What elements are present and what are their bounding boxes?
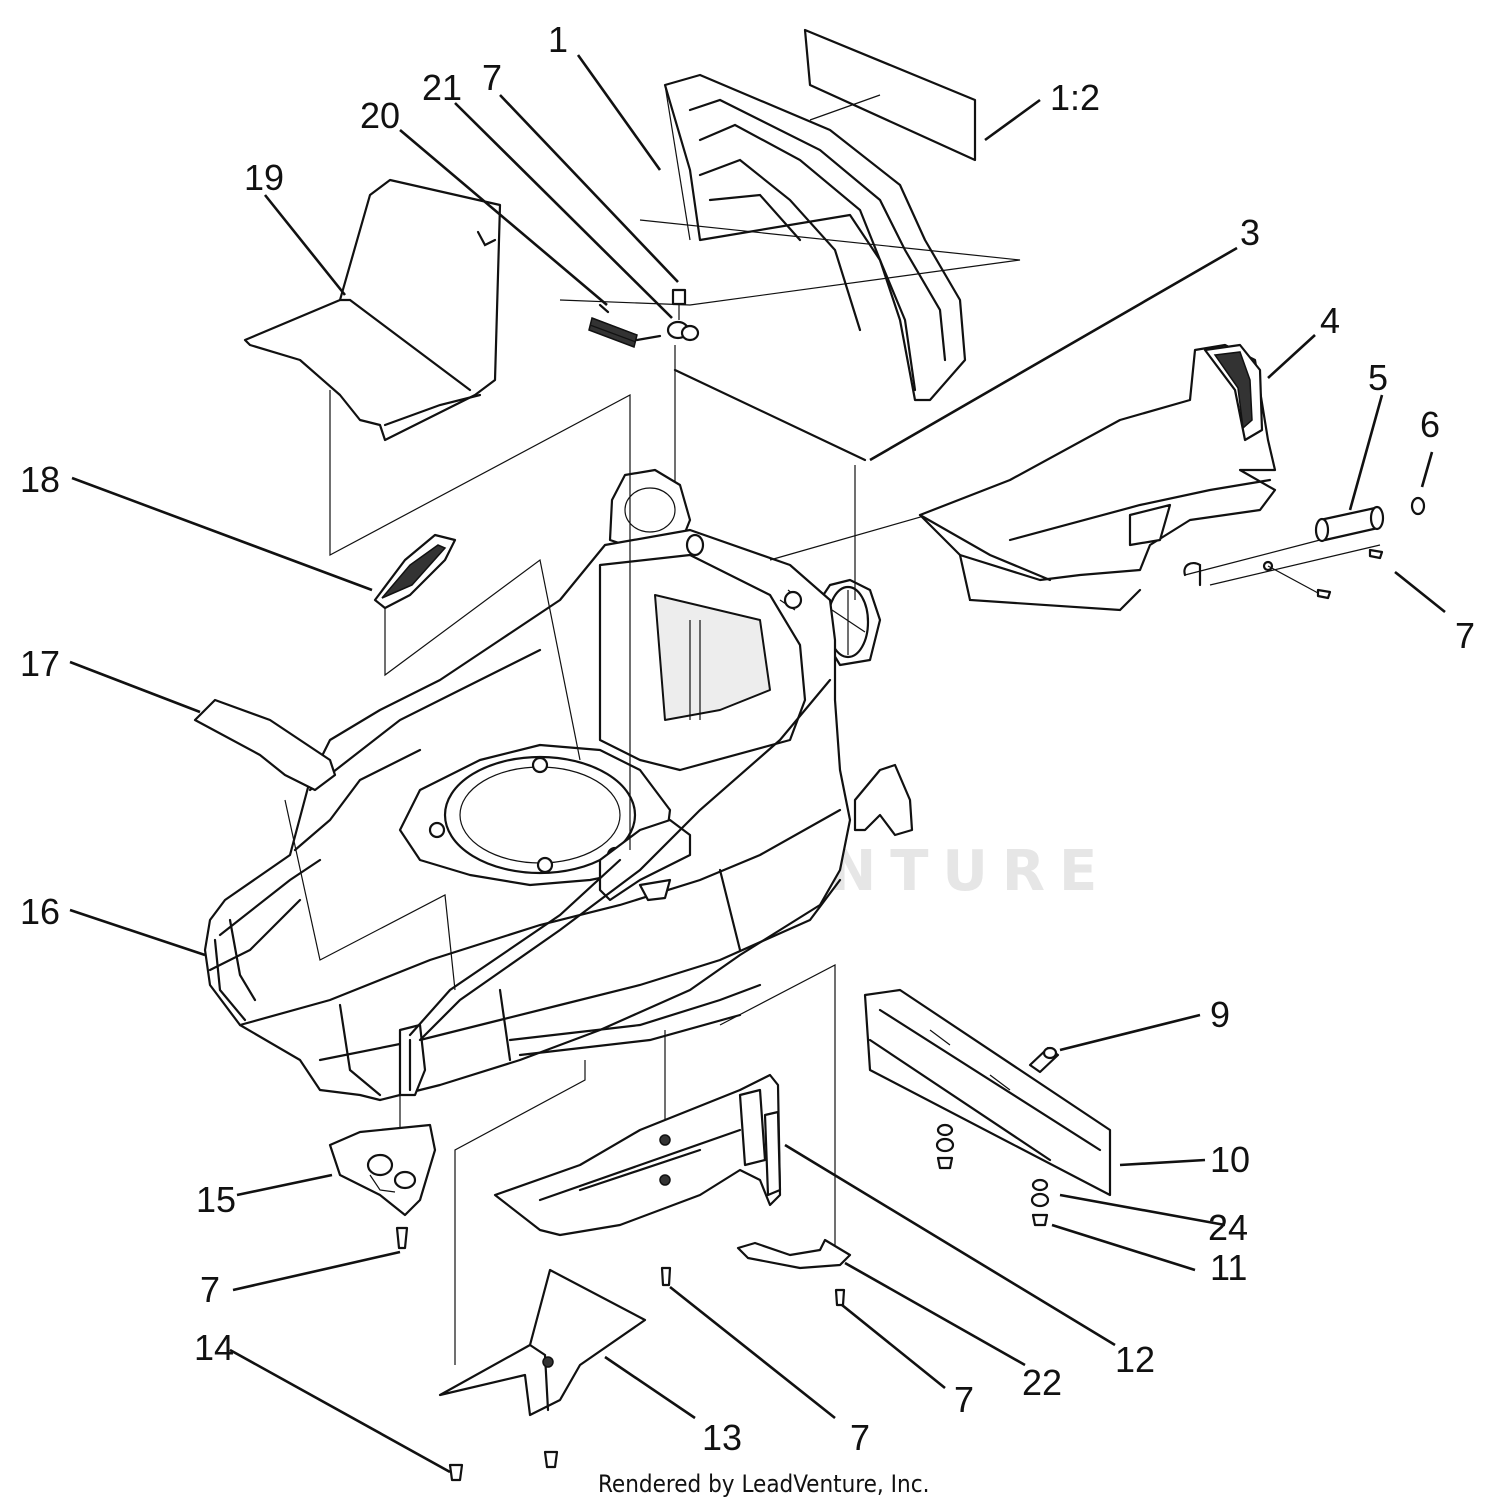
callout-6: 6	[1420, 404, 1440, 445]
callout-7-right: 7	[1455, 615, 1475, 656]
exploded-guide-line	[719, 964, 836, 1245]
callout-16: 16	[20, 891, 60, 932]
part-7-bolt-mulch	[660, 1266, 672, 1287]
callout-1: 1	[548, 19, 568, 60]
part-7-bolt-bracket	[395, 1226, 409, 1250]
footer-credit: Rendered by LeadVenture, Inc.	[598, 1470, 929, 1498]
callout-15: 15	[196, 1179, 236, 1220]
callout-7-left: 7	[200, 1269, 220, 1310]
exploded-guide-line	[284, 799, 456, 991]
exploded-guide-line	[329, 390, 631, 850]
part-7-bolt-top	[671, 288, 687, 320]
callout-11: 11	[1210, 1247, 1247, 1288]
part-14-screws	[448, 1450, 559, 1482]
callout-labels: 1 1:2 21 7 20 19 3 4 5 6 18 7 17 16 9 10…	[20, 19, 1475, 1458]
part-1-2-decal	[803, 28, 977, 162]
part-7-bolt-bracket-22	[834, 1288, 846, 1307]
part-12-mulch-plate	[493, 1073, 782, 1237]
part-6-clip	[1410, 496, 1426, 516]
exploded-guide-line	[559, 219, 1021, 306]
callout-4: 4	[1320, 300, 1340, 341]
callout-7-bottom: 7	[850, 1417, 870, 1458]
callout-21: 21	[422, 67, 462, 108]
part-13-lower-deflector	[438, 1268, 647, 1417]
callout-1-2: 1:2	[1050, 77, 1100, 118]
callout-3: 3	[1240, 212, 1260, 253]
part-19-baffle	[243, 178, 502, 442]
callout-5: 5	[1368, 357, 1388, 398]
callout-9: 9	[1210, 994, 1230, 1035]
exploded-guide-line	[384, 558, 581, 761]
callout-18: 18	[20, 459, 60, 500]
part-15-front-bracket	[328, 1123, 437, 1217]
part-4-rear-door	[918, 343, 1277, 612]
part-11-screws	[936, 1156, 1049, 1227]
part-17-decal	[193, 698, 337, 792]
callout-7-top: 7	[482, 57, 502, 98]
callout-17: 17	[20, 643, 60, 684]
callout-20: 20	[360, 95, 400, 136]
callout-19: 19	[244, 157, 284, 198]
part-5-rod	[1183, 505, 1385, 587]
callout-10: 10	[1210, 1139, 1250, 1180]
callout-24: 24	[1208, 1207, 1248, 1248]
callout-13: 13	[702, 1417, 742, 1458]
part-9-clip	[1028, 1046, 1060, 1074]
part-24-washers	[935, 1123, 1050, 1208]
part-3-rod	[673, 368, 867, 462]
exploded-guide-line	[454, 1060, 586, 1365]
part-21-bushing	[666, 320, 700, 342]
callout-7-bottom-right: 7	[954, 1379, 974, 1420]
part-20-spring	[588, 303, 662, 348]
part-18-grip	[373, 533, 457, 610]
callout-12: 12	[1115, 1339, 1155, 1380]
callout-14: 14	[194, 1327, 234, 1368]
part-7-screws-right	[1262, 548, 1384, 600]
part-10-side-trim	[863, 988, 1112, 1197]
part-22-bracket	[736, 1238, 852, 1270]
leader-lines	[69, 54, 1446, 1474]
callout-22: 22	[1022, 1362, 1062, 1403]
